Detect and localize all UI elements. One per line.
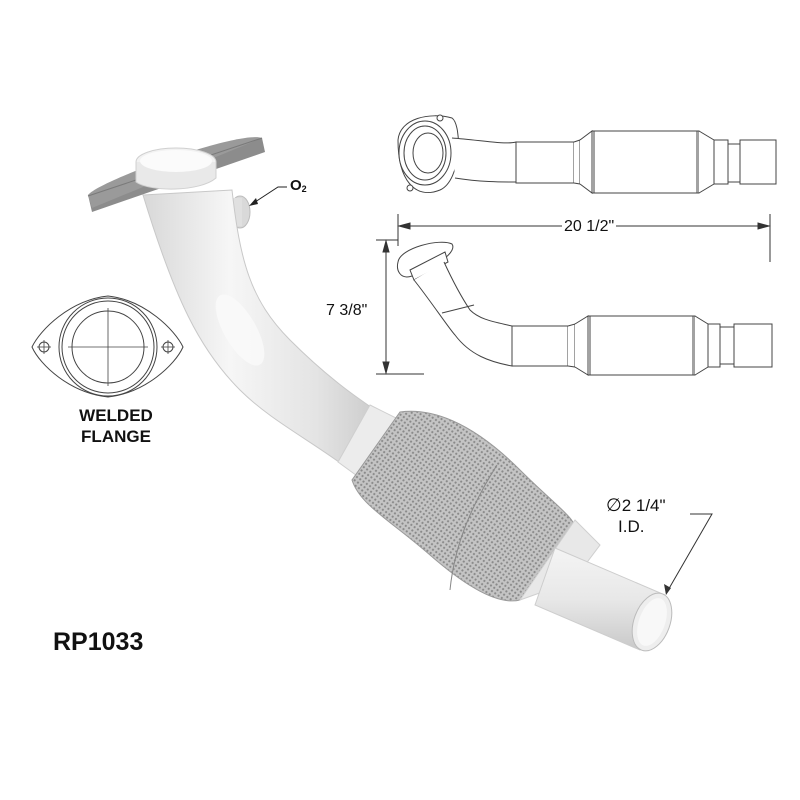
- outlet-pipe: [534, 547, 673, 652]
- overall-length-dimension: 20 1/2": [562, 218, 617, 235]
- flange-label-line1: WELDED: [79, 406, 153, 425]
- o2-letter: O: [290, 177, 302, 194]
- flange-label-line2: FLANGE: [81, 427, 151, 446]
- part-number: RP1033: [53, 628, 144, 656]
- bent-pipe: [142, 189, 391, 471]
- o2-subscript: 2: [301, 184, 307, 194]
- diameter-symbol-icon: ∅: [606, 495, 622, 515]
- side-line-view: [397, 241, 773, 376]
- inner-diameter-unit: I.D.: [618, 517, 645, 536]
- o2-sensor-label: O2: [290, 178, 307, 194]
- flange-plate: [87, 137, 265, 212]
- dimension-height: [376, 239, 424, 375]
- overall-height-dimension: 7 3/8": [326, 302, 368, 319]
- welded-flange-label: WELDED FLANGE: [66, 405, 166, 447]
- inner-diameter-callout: ∅2 1/4" I.D.: [606, 495, 666, 537]
- inner-diameter-value: 2 1/4": [621, 496, 666, 515]
- flange-face-view: [31, 295, 184, 398]
- o2-leader-line: [251, 186, 287, 205]
- id-leader-line: [666, 513, 713, 593]
- isometric-view: [87, 137, 713, 652]
- top-line-view: [397, 114, 777, 194]
